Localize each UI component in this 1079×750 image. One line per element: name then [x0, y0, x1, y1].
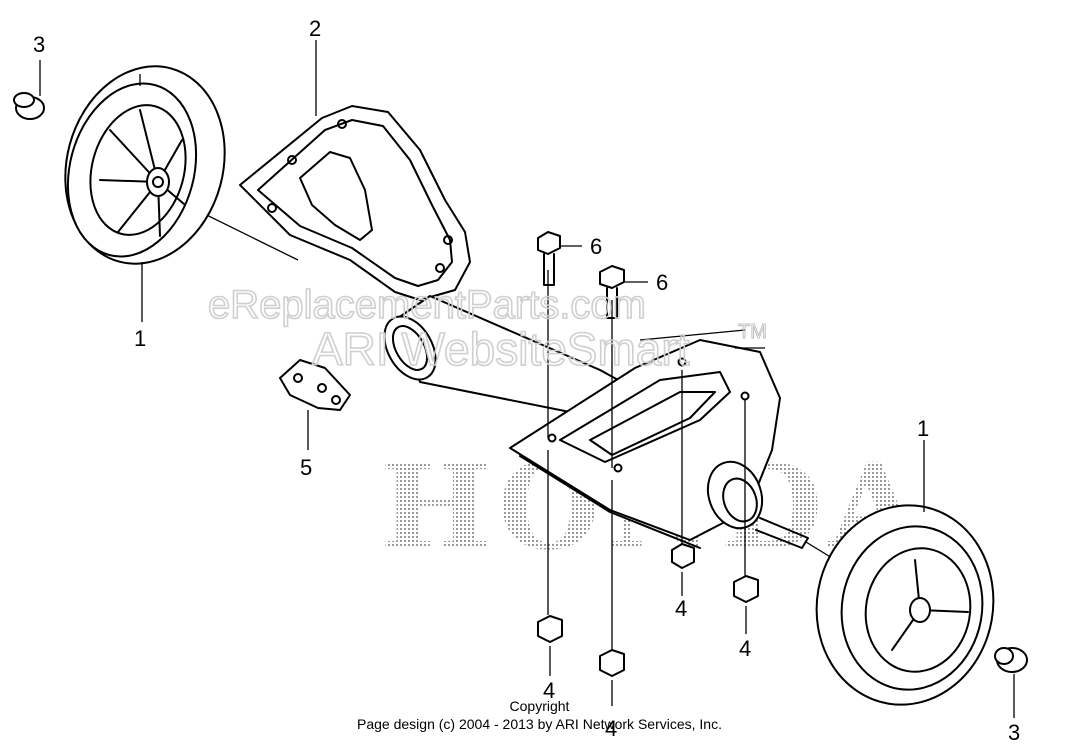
nut-a-part-4 [671, 543, 695, 596]
bolt-b-part-6 [599, 265, 648, 319]
bolt-a-part-6 [537, 231, 582, 286]
callout-nut-c: 4 [543, 678, 555, 703]
nut-c-part-4 [537, 615, 563, 676]
callout-leaders [139, 40, 925, 512]
callout-wheel-left: 1 [134, 326, 146, 351]
callout-bolt-b: 6 [656, 270, 668, 295]
callout-nut-a: 4 [675, 596, 687, 621]
wheel-left-part-1 [64, 65, 226, 265]
watermark-site: eReplacementParts.com [208, 283, 646, 327]
wheel-right-part-1 [815, 504, 995, 706]
frame-part-2 [239, 105, 809, 549]
nut-d-part-4 [599, 649, 625, 706]
copyright-label: Copyright [509, 698, 570, 714]
nut-b-part-4 [733, 575, 759, 634]
callout-nut-d: 4 [605, 716, 617, 741]
callout-cap-left: 3 [33, 32, 45, 57]
clip-part-5 [279, 359, 351, 450]
cap-left-part-3 [13, 60, 45, 120]
callout-bolt-a: 6 [590, 234, 602, 259]
copyright-notice: Page design (c) 2004 - 2013 by ARI Netwo… [357, 716, 722, 732]
callout-cap-right: 3 [1008, 720, 1020, 745]
callout-wheel-right: 1 [917, 416, 929, 441]
callout-nut-b: 4 [739, 636, 751, 661]
callout-clip: 5 [300, 455, 312, 480]
cap-right-part-3 [994, 647, 1028, 718]
watermark-trademark: TM [738, 321, 767, 343]
callout-frame: 2 [309, 16, 321, 41]
watermark-product: ARI WebsiteSmart [312, 323, 690, 375]
